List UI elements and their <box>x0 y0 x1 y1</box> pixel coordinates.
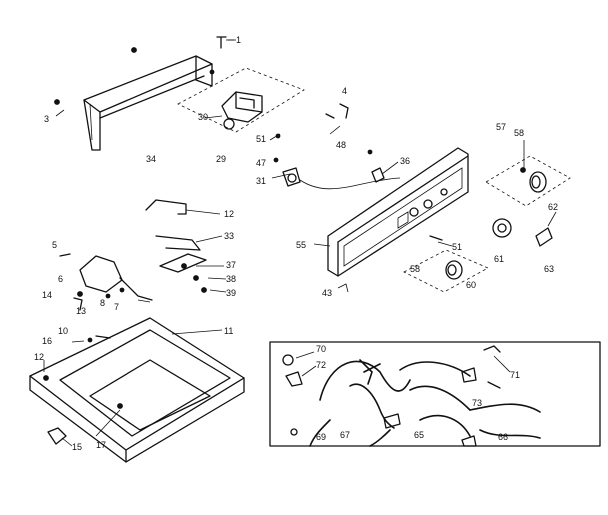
callout-73: 73 <box>472 398 482 408</box>
callout-13: 13 <box>76 306 86 316</box>
callout-65: 65 <box>414 430 424 440</box>
callout-39: 39 <box>226 288 236 298</box>
callout-57: 57 <box>496 122 506 132</box>
callout-36: 36 <box>400 156 410 166</box>
callout-labels: 1 3 34 30 29 4 48 51 47 31 36 57 58 62 1… <box>34 35 558 452</box>
callout-63: 63 <box>544 264 554 274</box>
callout-11: 11 <box>224 326 233 336</box>
timer-subassembly-part <box>177 67 305 133</box>
wiring-harness-box <box>269 341 601 447</box>
main-top-frame-part <box>29 317 245 463</box>
callout-51-lower: 51 <box>452 242 462 252</box>
callout-58-lower: 58 <box>410 264 420 274</box>
callout-30: 30 <box>198 112 208 122</box>
callout-4: 4 <box>342 86 347 96</box>
callout-16: 16 <box>42 336 52 346</box>
callout-10: 10 <box>58 326 68 336</box>
callout-70: 70 <box>316 344 326 354</box>
callout-12-lower: 12 <box>34 352 44 362</box>
console-bracket-part <box>54 47 215 151</box>
callout-38: 38 <box>226 274 236 284</box>
callout-33: 33 <box>224 231 234 241</box>
callout-29: 29 <box>216 154 226 164</box>
leader-lines <box>43 39 557 447</box>
callout-6: 6 <box>58 274 63 284</box>
callout-37: 37 <box>226 260 236 270</box>
hardware-cluster-part <box>269 103 401 190</box>
callout-67: 67 <box>340 430 350 440</box>
top-brackets-part <box>145 199 207 293</box>
callout-7: 7 <box>114 302 119 312</box>
callout-69: 69 <box>316 432 326 442</box>
callout-34: 34 <box>146 154 156 164</box>
callout-61: 61 <box>494 254 504 264</box>
callout-72: 72 <box>316 360 326 370</box>
lid-switch-parts <box>59 253 153 311</box>
screw-1-part <box>216 36 236 49</box>
callout-17: 17 <box>96 440 106 450</box>
callout-15: 15 <box>72 442 82 452</box>
callout-8: 8 <box>100 298 105 308</box>
control-panel-part <box>327 147 469 277</box>
callout-3: 3 <box>44 114 49 124</box>
callout-1: 1 <box>236 35 241 45</box>
callout-58-top: 58 <box>514 128 524 138</box>
callout-51: 51 <box>256 134 266 144</box>
callout-66: 66 <box>498 432 508 442</box>
callout-31: 31 <box>256 176 266 186</box>
callout-14: 14 <box>42 290 52 300</box>
callout-62: 62 <box>548 202 558 212</box>
callout-55: 55 <box>296 240 306 250</box>
callout-71: 71 <box>510 370 520 380</box>
callout-48: 48 <box>336 140 346 150</box>
right-knob-group-part <box>485 155 571 247</box>
callout-12: 12 <box>224 209 234 219</box>
callout-60: 60 <box>466 280 476 290</box>
lower-knob-group-part <box>337 235 489 293</box>
callout-5: 5 <box>52 240 57 250</box>
callout-47: 47 <box>256 158 266 168</box>
callout-43: 43 <box>322 288 332 298</box>
